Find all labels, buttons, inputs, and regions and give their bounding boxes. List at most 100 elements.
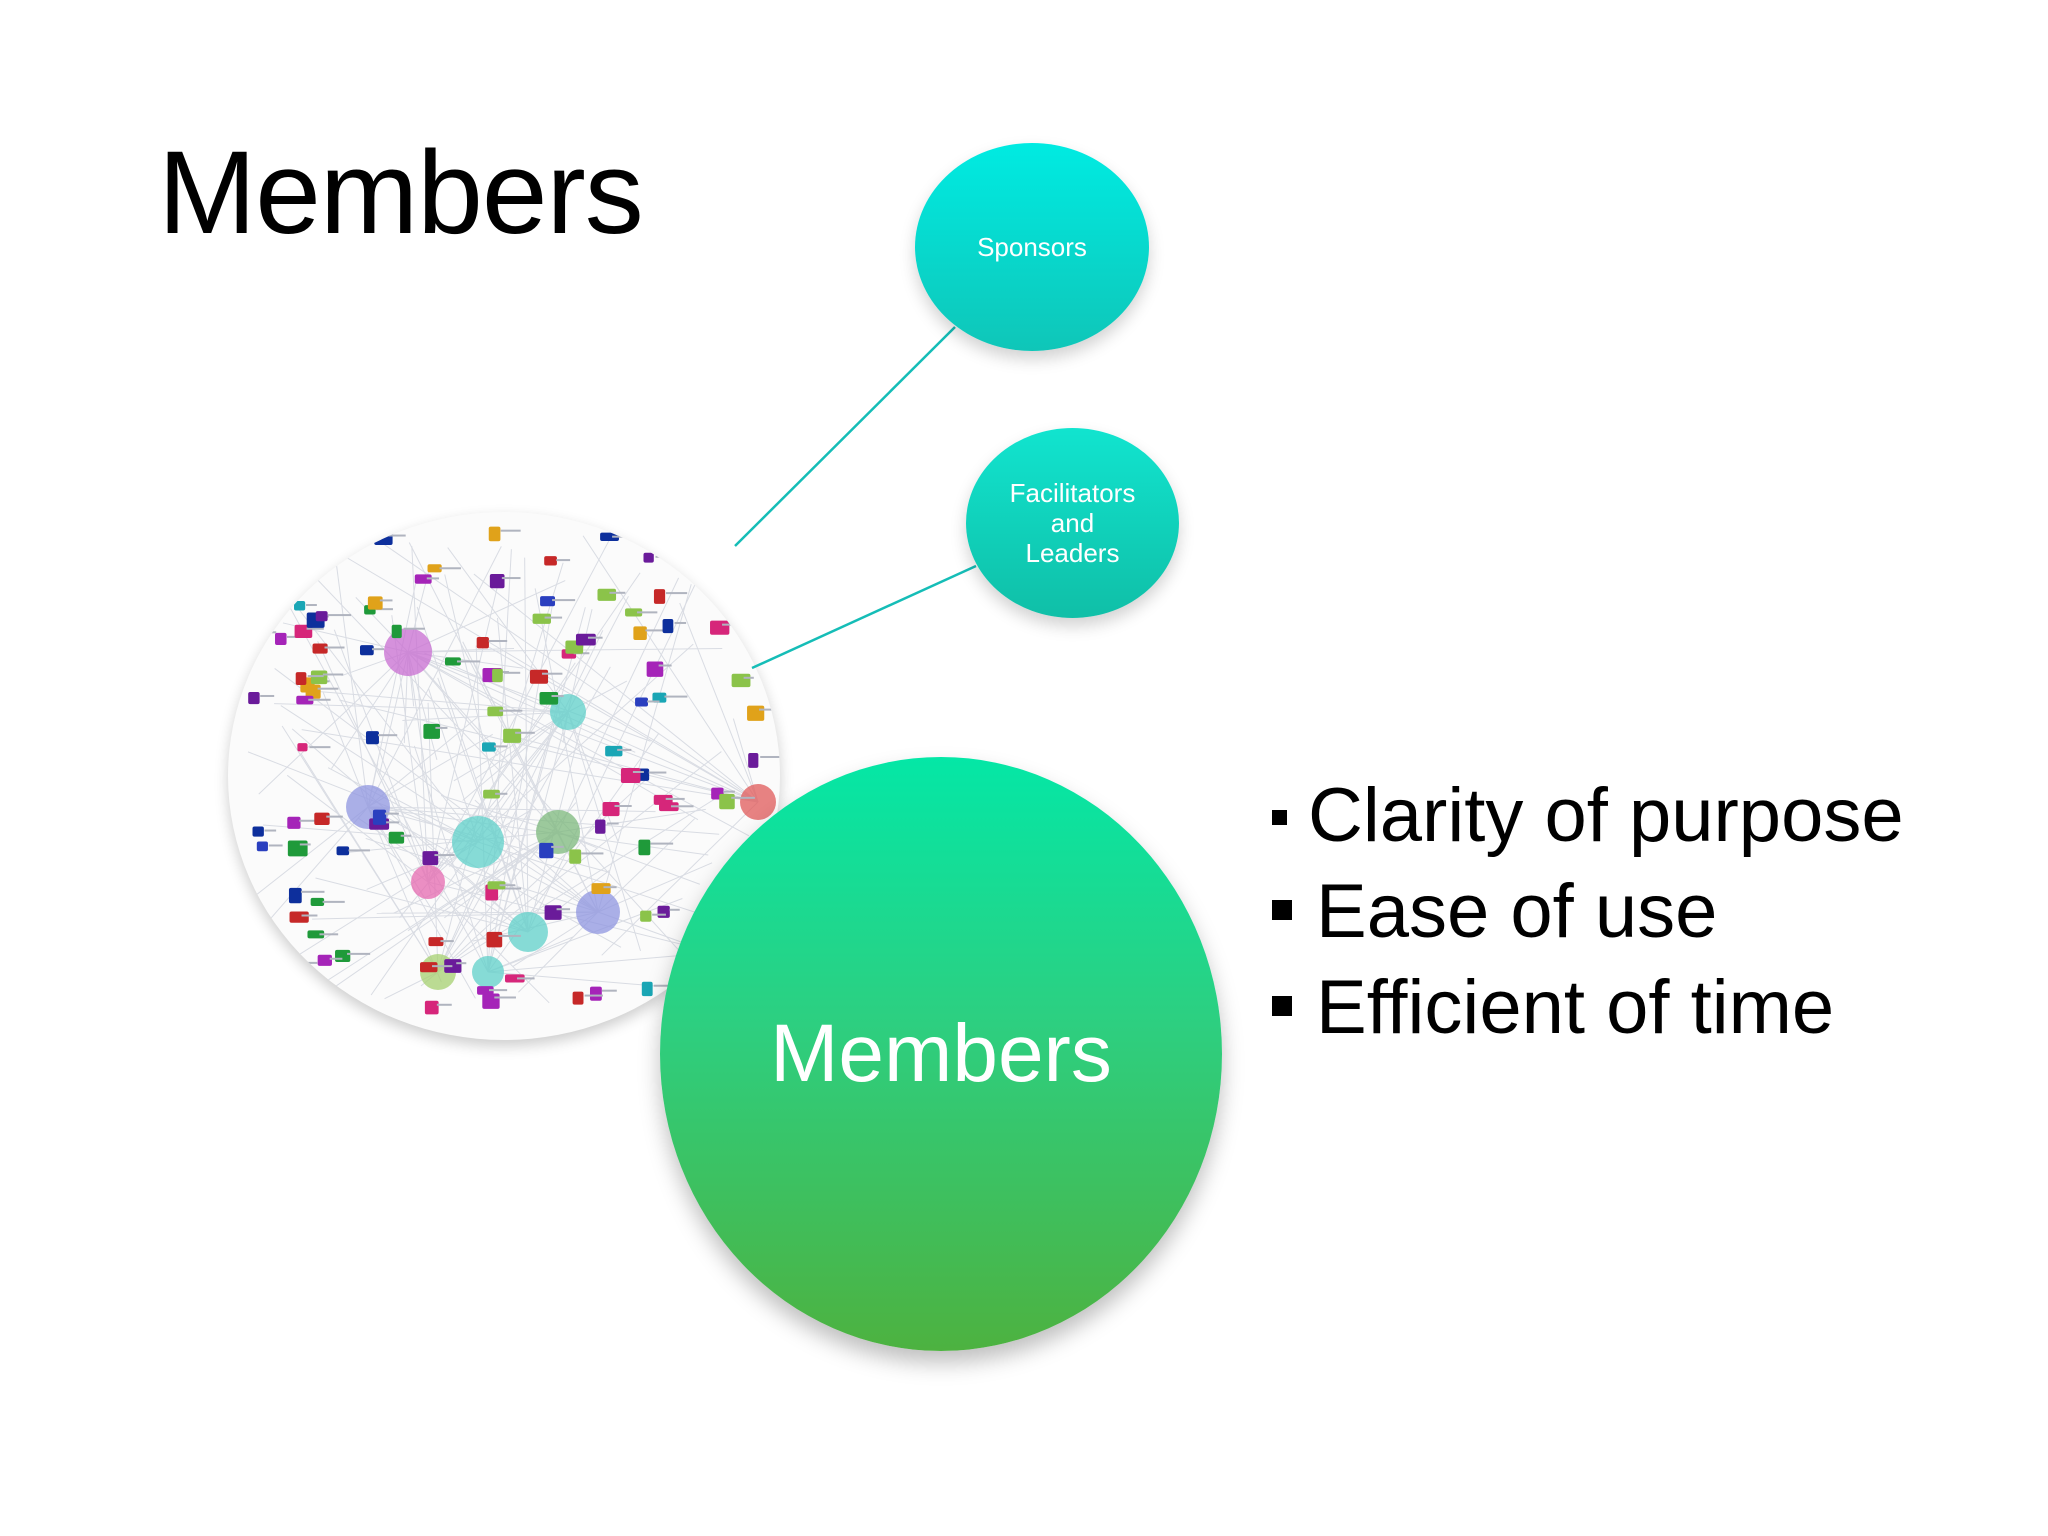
graph-node [372,809,387,825]
graph-node-label-line [581,852,604,855]
graph-node-label-line [607,822,619,825]
graph-edge [411,546,429,883]
facilitators-label-line2: and [1050,508,1095,538]
graph-node-label-line [384,812,399,815]
graph-node-label-line [287,635,302,638]
graph-node-label-line [632,770,644,773]
members-label: Members [770,1008,1112,1099]
graph-node-label-line [307,675,324,678]
graph-node-label-line [400,834,412,837]
graph-hub [740,784,776,820]
graph-node [315,611,328,622]
graph-node-label-line [440,940,454,943]
graph-edge [437,630,604,973]
graph-node [288,887,302,904]
graph-node-label-line [377,734,398,737]
graph-node-label-line [488,639,508,642]
graph-node [314,812,330,826]
graph-edge [487,971,657,987]
graph-node-label-line [348,849,370,852]
graph-node-label-line [671,805,694,808]
graph-node-label-line [326,815,343,818]
graph-node-label-line [302,961,318,964]
graph-node [256,841,268,852]
graph-node-label-line [501,577,521,580]
graph-node [424,1000,439,1015]
graph-node [605,745,623,757]
graph-node [289,911,309,923]
graph-node-label-line [609,591,626,594]
graph-node [248,691,260,705]
graph-node-label-line [653,984,673,987]
graph-edge [601,801,759,956]
graph-node [477,986,494,995]
graph-node-label-line [322,673,344,676]
graph-node-label-line [403,627,425,630]
graph-node [652,692,667,703]
graph-node-label-line [309,746,331,749]
graph-edge [444,574,529,933]
graph-edge [427,577,501,883]
graph-node [748,752,759,768]
graph-node-label-line [264,829,277,832]
graph-edge [407,651,651,742]
graph-edge [407,651,699,821]
graph-node [365,731,379,745]
graph-edge [437,797,717,973]
connector-sponsors [734,326,956,547]
graph-node [420,962,438,973]
graph-node [476,636,489,649]
graph-node-label-line [308,698,331,701]
graph-edge [424,652,759,803]
graph-node-label-line [722,623,740,626]
graph-edge [679,602,759,803]
graph-node-label-line [743,676,754,679]
graph-edge [557,577,680,833]
graph-node-label-line [260,694,275,697]
graph-node [569,849,582,864]
graph-node [487,881,506,890]
graph-node-label-line [556,908,571,911]
connector-facilitators [751,564,977,670]
graph-node [310,897,325,907]
graph-node-label-line [612,535,626,538]
graph-node-label-line [327,614,352,617]
graph-edge [597,818,695,913]
graph-node-label-line [435,726,448,729]
graph-hub [550,694,586,730]
graph-edge [254,806,369,897]
graph-edge [286,774,429,883]
graph-edge [487,601,554,973]
graph-node-label-line [658,664,672,667]
graph-node [359,645,374,656]
graph-node-label-line [760,755,780,758]
graph-hub [411,865,445,899]
graph-edge [339,699,759,803]
bullet-text: Clarity of purpose [1308,773,1904,858]
graph-node [414,574,432,584]
graph-edge [310,690,569,713]
graph-node-label-line [436,1003,452,1006]
graph-node [428,937,444,947]
graph-node-label-line [456,660,481,663]
graph-node [297,743,308,752]
graph-node-label-line [456,962,467,965]
graph-node-label-line [434,854,455,857]
graph-node-label-line [647,700,660,703]
graph-node-label-line [489,989,508,992]
graph-edge [407,651,636,753]
graph-node-label-line [439,567,461,570]
graph-node [444,657,461,666]
graph-node-label-line [584,994,604,997]
graph-hub [452,816,504,868]
bullet-list: Clarity of purpose Ease of use Efficient… [1268,768,1904,1056]
graph-edge [524,557,529,933]
graph-node [544,556,557,566]
graph-node-label-line [376,608,393,611]
graph-node-label-line [432,965,453,968]
graph-node [388,831,405,844]
graph-node [591,883,611,894]
graph-edge [582,535,759,803]
graph-node-label-line [614,804,632,807]
